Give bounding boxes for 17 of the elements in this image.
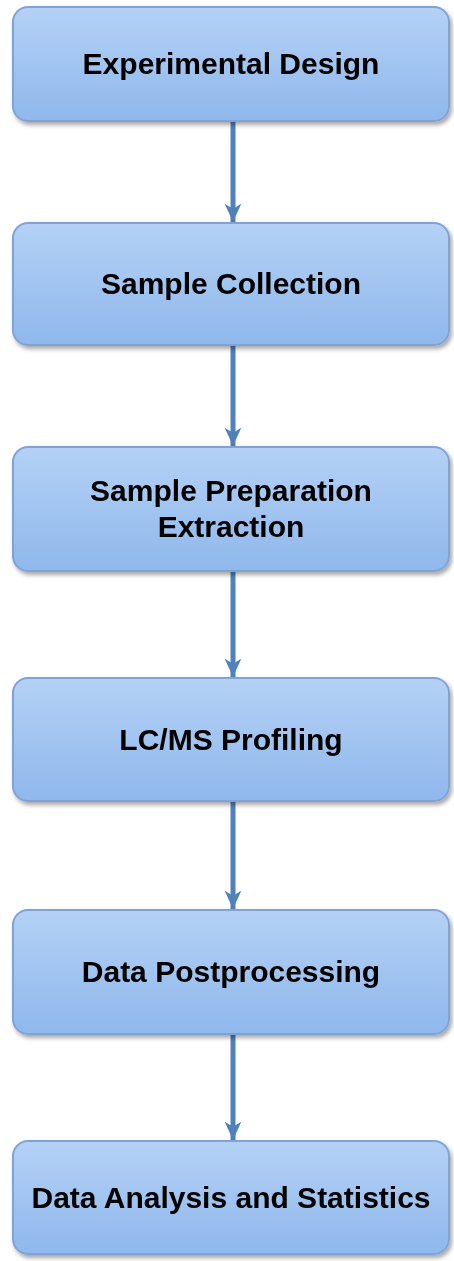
step-label: LC/MS Profiling	[119, 721, 343, 758]
step-label: Data Postprocessing	[81, 954, 381, 990]
step-label: Sample Preparation Extraction	[89, 473, 373, 545]
process-box	[12, 6, 450, 122]
process-box	[12, 909, 450, 1035]
step-label: Sample Collection	[100, 266, 362, 302]
step-label: Experimental Design	[82, 46, 380, 82]
step-label: Data Analysis and Statistics	[31, 1179, 431, 1216]
process-box	[12, 446, 450, 572]
arrow	[224, 346, 242, 446]
arrow	[224, 1035, 242, 1140]
arrow	[224, 572, 242, 677]
arrow	[224, 122, 242, 222]
process-box	[12, 222, 450, 346]
process-box	[12, 677, 450, 802]
process-box	[12, 1140, 450, 1255]
arrow	[224, 802, 242, 909]
